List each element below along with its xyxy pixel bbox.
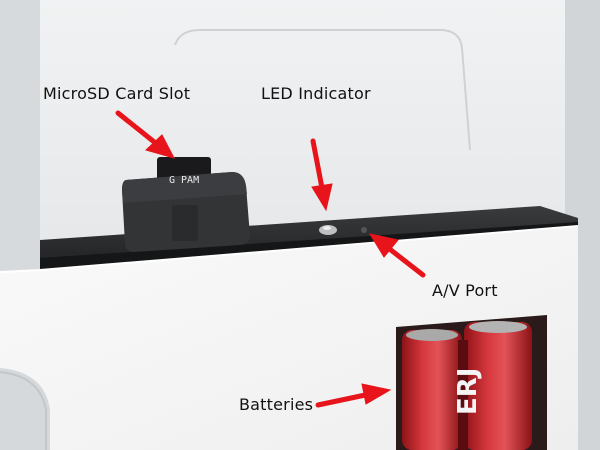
battery-brand-text: ERJ [453, 368, 483, 415]
label-microsd-card-slot: MicroSD Card Slot [43, 84, 191, 103]
av-port [361, 227, 367, 233]
battery-2 [464, 322, 532, 450]
battery-1 [402, 330, 462, 450]
label-av-port: A/V Port [432, 281, 498, 300]
microsd-card [122, 157, 250, 252]
housing-recess-outline [174, 29, 471, 151]
label-led-indicator: LED Indicator [261, 84, 371, 103]
card-text: G PAM [169, 175, 199, 186]
microsd-card-grip [172, 205, 198, 241]
label-batteries: Batteries [239, 395, 314, 414]
